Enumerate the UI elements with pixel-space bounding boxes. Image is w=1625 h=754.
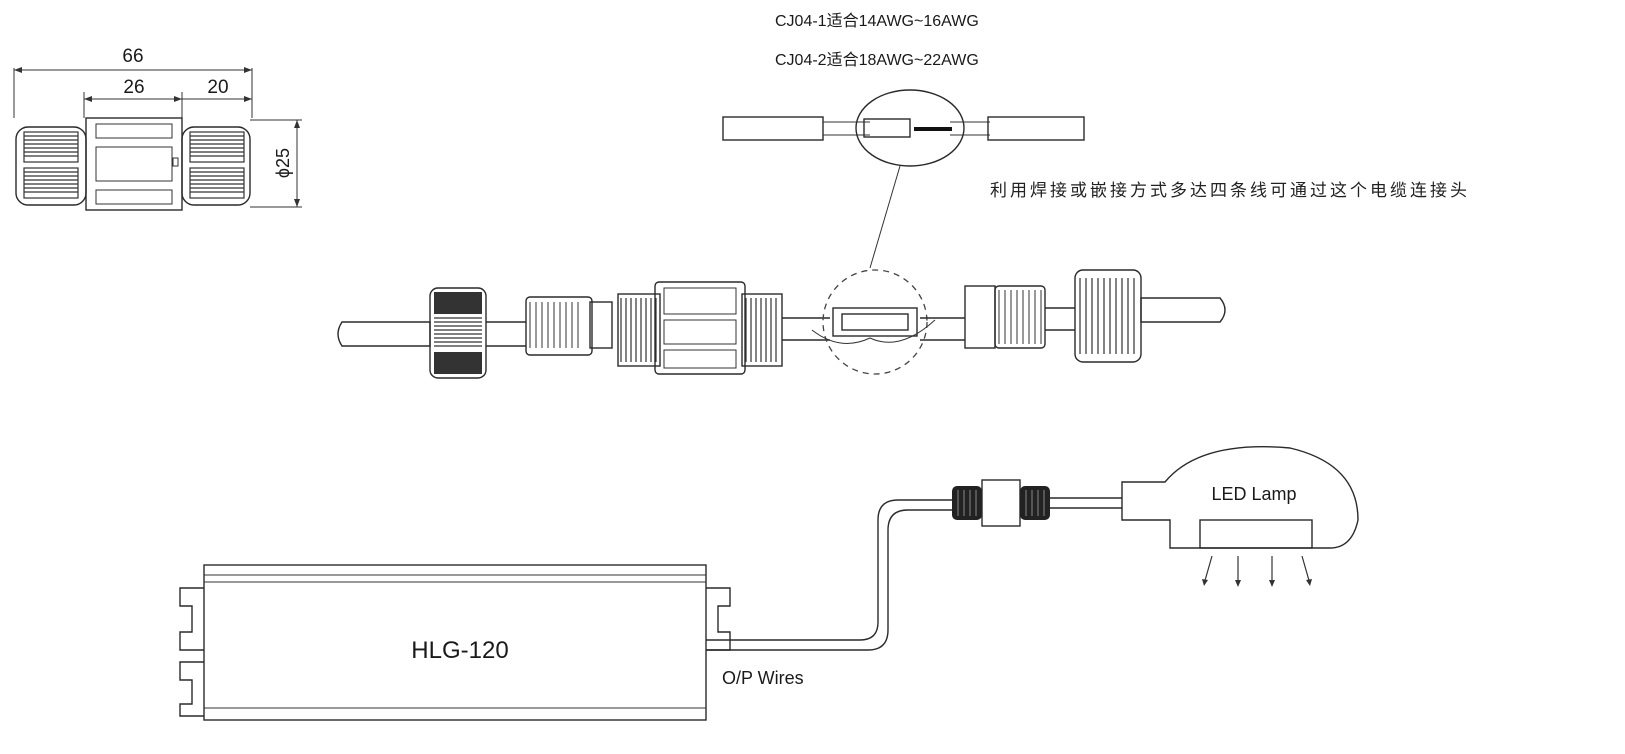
connection-note: 利用焊接或嵌接方式多达四条线可通过这个电缆连接头 bbox=[990, 181, 1470, 201]
wire-splice-detail bbox=[722, 89, 1085, 269]
led-lamp-label: LED Lamp bbox=[1211, 484, 1296, 504]
awg-note-cj04-2: CJ04-2适合18AWG~22AWG bbox=[775, 51, 979, 69]
dim-nut-length: 20 bbox=[207, 77, 228, 98]
dim-diameter: ϕ25 bbox=[273, 148, 293, 178]
exploded-connector bbox=[337, 269, 1226, 379]
awg-note-cj04-1: CJ04-1适合14AWG~16AWG bbox=[775, 12, 979, 30]
dimension-drawing: 66 26 20 ϕ25 bbox=[13, 46, 302, 211]
driver-model: HLG-120 bbox=[411, 637, 508, 664]
dim-overall-length: 66 bbox=[122, 46, 143, 67]
dim-body-length: 26 bbox=[123, 77, 144, 98]
awg-notes: CJ04-1适合14AWG~16AWG CJ04-2适合18AWG~22AWG bbox=[775, 12, 979, 69]
driver-wiring: HLG-120 O/P Wires LED Lamp bbox=[179, 446, 1359, 721]
output-wires-label: O/P Wires bbox=[722, 668, 804, 688]
